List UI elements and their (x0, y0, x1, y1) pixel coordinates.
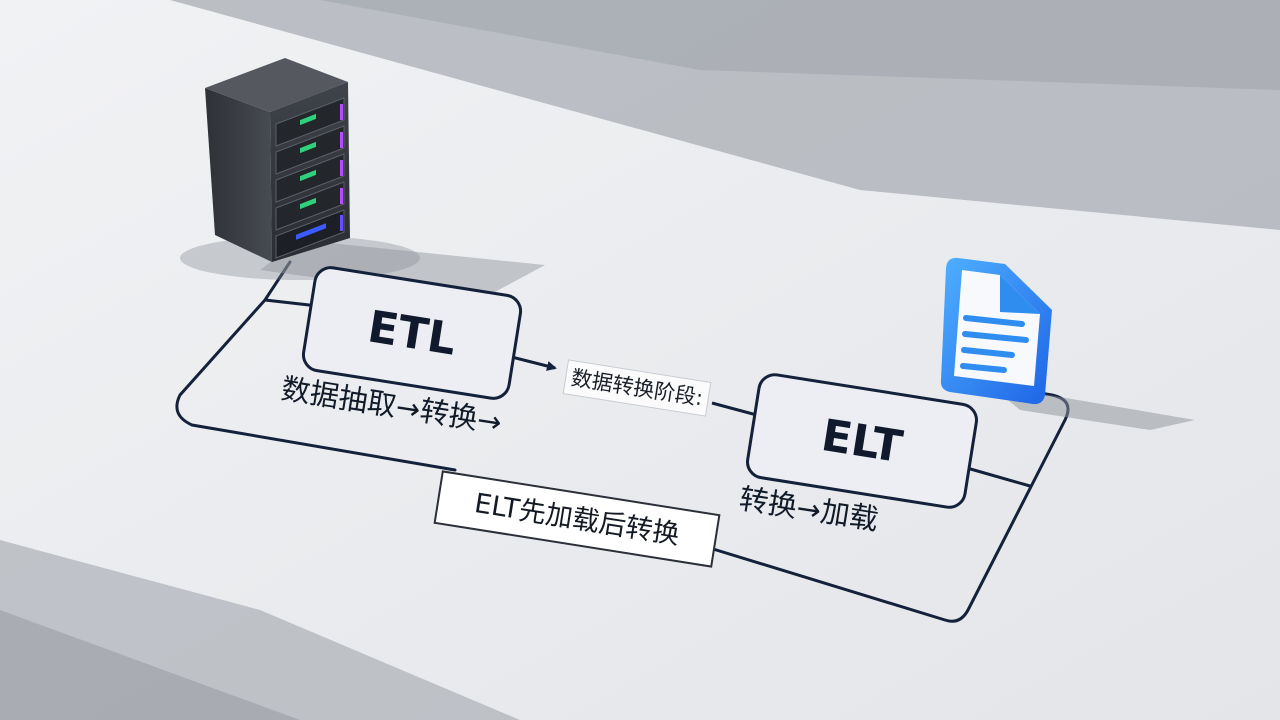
elt-box: ELT (746, 373, 978, 509)
shadow-band-bottom-dark (0, 610, 300, 720)
stage-tag-paper (562, 359, 712, 417)
elt-note-paper (433, 470, 721, 568)
shadow-band-top-dark (320, 0, 1280, 90)
etl-box: ETL (301, 266, 523, 400)
shadow-band-bottom (0, 540, 520, 720)
server-top (205, 58, 348, 112)
loop-connector-left (175, 260, 457, 472)
server-shadow (180, 236, 420, 280)
etl-box-frame (301, 266, 523, 400)
server-rack-icon (180, 58, 545, 300)
document-lines (960, 315, 1029, 373)
elt-note-tag: ELT先加载后转换 (433, 470, 721, 568)
arrow-into-etl (264, 298, 320, 311)
server-cast-shadow (260, 240, 545, 300)
elt-label: ELT (818, 410, 906, 473)
server-side (205, 88, 272, 262)
elt-box-frame (746, 373, 978, 509)
document-icon (940, 257, 1195, 430)
server-bays (275, 97, 345, 259)
document-fold (1000, 275, 1040, 314)
line-elt-to-loop (959, 464, 1031, 488)
